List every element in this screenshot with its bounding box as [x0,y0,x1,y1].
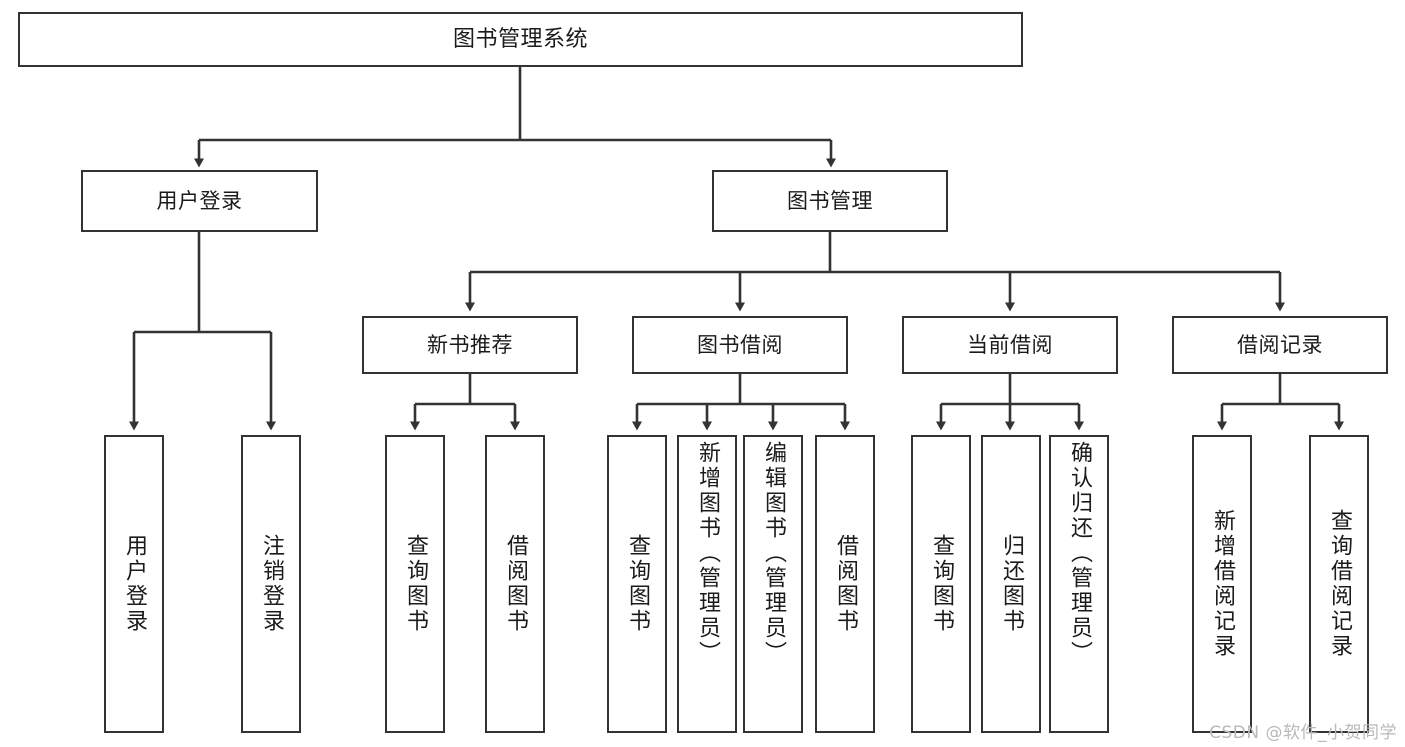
node-label: 当前借阅 [967,332,1053,357]
node-label: 查询图书 [403,534,428,634]
leaf-return-book[interactable]: 归还图书 [981,435,1041,733]
node-book-management-system[interactable]: 图书管理系统 [18,12,1023,67]
node-borrow-record[interactable]: 借阅记录 [1172,316,1388,374]
node-label: 确认归还（管理员） [1067,441,1092,666]
leaf-add-borrow-record[interactable]: 新增借阅记录 [1192,435,1252,733]
node-label: 查询借阅记录 [1327,509,1352,659]
leaf-query-book-borrow[interactable]: 查询图书 [607,435,667,733]
node-label: 新增借阅记录 [1210,509,1235,659]
node-label: 新书推荐 [427,332,513,357]
node-book-management[interactable]: 图书管理 [712,170,948,232]
leaf-query-book-current[interactable]: 查询图书 [911,435,971,733]
leaf-logout[interactable]: 注销登录 [241,435,301,733]
node-label: 查询图书 [929,534,954,634]
node-label: 借阅图书 [503,534,528,634]
node-book-borrow[interactable]: 图书借阅 [632,316,848,374]
node-label: 新增图书（管理员） [695,441,720,666]
node-new-book-recommend[interactable]: 新书推荐 [362,316,578,374]
leaf-query-book-recommend[interactable]: 查询图书 [385,435,445,733]
node-label: 借阅记录 [1237,332,1323,357]
node-label: 图书管理 [787,188,873,213]
node-label: 编辑图书（管理员） [761,441,786,666]
leaf-user-login[interactable]: 用户登录 [104,435,164,733]
csdn-watermark: CSDN @软件_小贺同学 [1209,723,1397,743]
node-label: 图书管理系统 [452,26,588,52]
node-label: 借阅图书 [833,534,858,634]
node-current-borrow[interactable]: 当前借阅 [902,316,1118,374]
node-label: 用户登录 [156,188,243,213]
node-label: 图书借阅 [697,332,783,357]
leaf-query-borrow-record[interactable]: 查询借阅记录 [1309,435,1369,733]
leaf-borrow-book-recommend[interactable]: 借阅图书 [485,435,545,733]
node-label: 查询图书 [625,534,650,634]
leaf-borrow-book[interactable]: 借阅图书 [815,435,875,733]
leaf-edit-book-admin[interactable]: 编辑图书（管理员） [743,435,803,733]
node-label: 用户登录 [122,534,147,634]
leaf-add-book-admin[interactable]: 新增图书（管理员） [677,435,737,733]
node-label: 归还图书 [999,534,1024,634]
leaf-confirm-return-admin[interactable]: 确认归还（管理员） [1049,435,1109,733]
node-user-login[interactable]: 用户登录 [81,170,318,232]
node-label: 注销登录 [259,534,284,634]
